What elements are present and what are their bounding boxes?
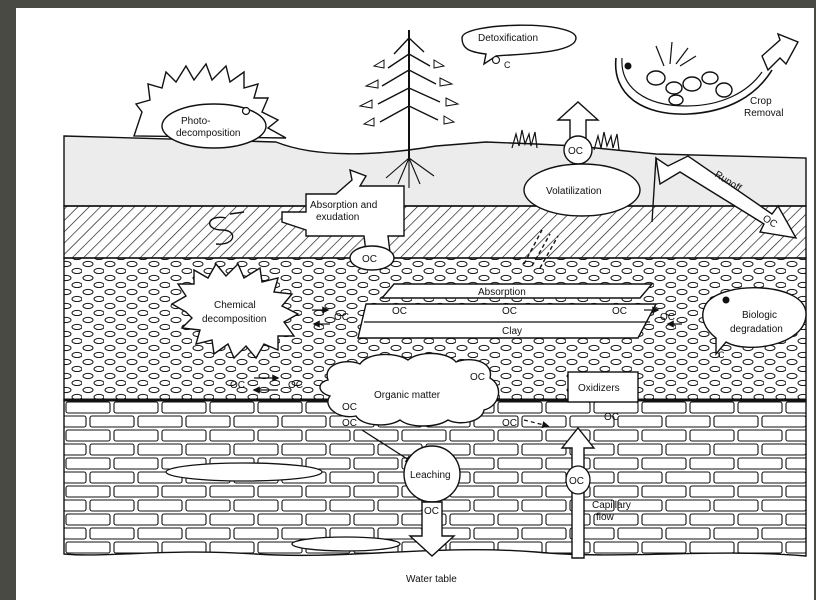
biologic-c-label: C <box>718 350 725 360</box>
organic-oc-top: OC <box>470 372 485 383</box>
photo-decomposition-label-1: Photo- <box>181 116 210 127</box>
hatched-layer <box>64 206 806 258</box>
crop-label-2: Removal <box>744 108 783 119</box>
oxidizers-label: Oxidizers <box>578 383 620 394</box>
diagram-frame: Photo- decomposition Detoxification C Cr… <box>16 8 814 600</box>
crop-label-1: Crop <box>750 96 772 107</box>
water-table-label: Water table <box>406 574 457 585</box>
absorption-exudation-label-2: exudation <box>316 212 359 223</box>
oxidizers-oc: OC <box>604 412 619 423</box>
organic-oc-bottom: OC <box>342 418 357 429</box>
lens-lower <box>292 537 400 551</box>
absorption-exudation-oc: OC <box>362 254 377 265</box>
capillary-label-1: Capillary <box>592 500 631 511</box>
chemical-decomposition-label-2: decomposition <box>202 314 266 325</box>
clay-oc-left: OC <box>392 306 407 317</box>
absorption-exudation-label-1: Absorption and <box>310 200 377 211</box>
volatilization-up-arrow <box>558 102 598 138</box>
chemical-oc: OC <box>334 312 349 323</box>
detoxification-bubble <box>462 25 576 64</box>
biologic-label-1: Biologic <box>742 310 777 321</box>
clay-oc-center: OC <box>502 306 517 317</box>
volatilization-label: Volatilization <box>546 186 602 197</box>
leaching-label: Leaching <box>410 470 451 481</box>
organic-oc-left: OC <box>342 402 357 413</box>
capillary-label-2: flow <box>596 512 615 523</box>
grass-right-icon <box>594 132 619 150</box>
biologic-label-2: degradation <box>730 324 783 335</box>
clay-label: Clay <box>502 326 522 337</box>
photo-decomposition-label-2: decomposition <box>176 128 240 139</box>
soil-fate-diagram: Photo- decomposition Detoxification C Cr… <box>16 8 814 600</box>
leaching-oc: OC <box>424 506 439 517</box>
clay-exchange-oc: OC <box>660 312 675 323</box>
pebble-oc-right: OC <box>288 380 303 391</box>
absorption-label: Absorption <box>478 287 526 298</box>
pebble-oc-left: OC <box>230 380 245 391</box>
capillary-oc: OC <box>569 476 584 487</box>
chemical-decomposition-label-1: Chemical <box>214 300 256 311</box>
brick-oc: OC <box>502 418 517 429</box>
lens-upper <box>166 463 322 481</box>
organic-matter-label: Organic matter <box>374 390 441 401</box>
clay-oc-right: OC <box>612 306 627 317</box>
detoxification-c-label: C <box>504 60 511 70</box>
volatilization-oc: OC <box>568 146 583 157</box>
detoxification-label: Detoxification <box>478 33 538 44</box>
